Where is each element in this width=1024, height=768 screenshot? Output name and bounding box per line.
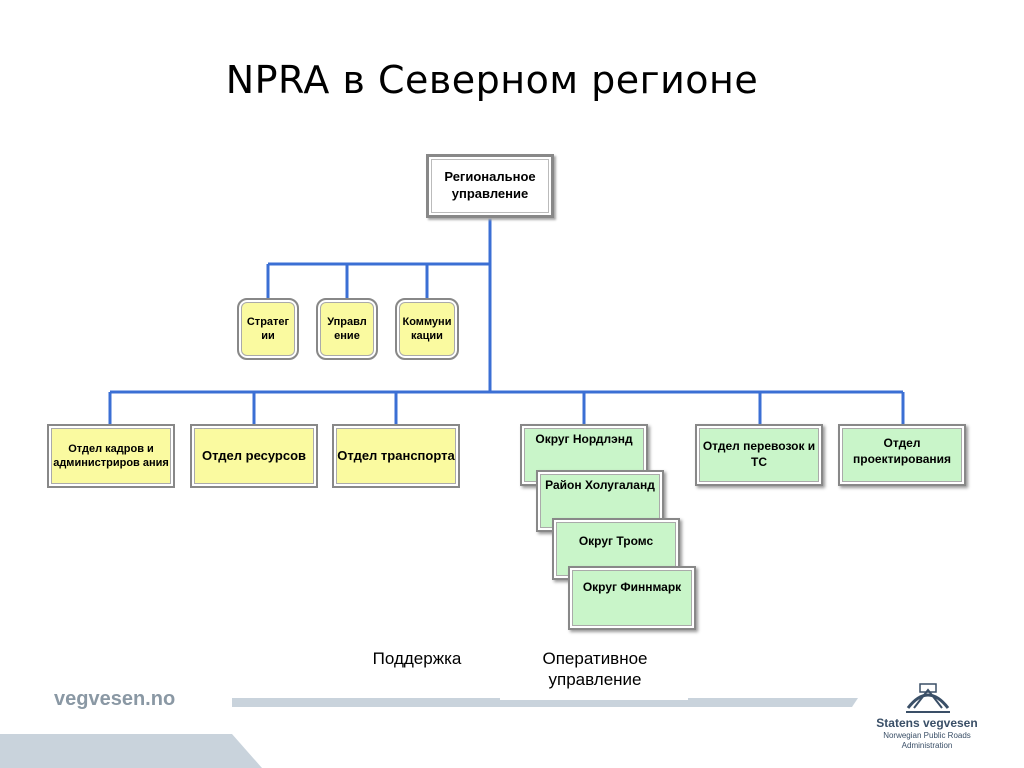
logo-name: Statens vegvesen xyxy=(876,716,978,730)
dept-transportation-vehicles: Отдел перевозок и ТС xyxy=(695,424,823,486)
dept-label: Отдел транспорта xyxy=(337,447,455,463)
logo-subtitle: Norwegian Public Roads Administration xyxy=(862,731,992,750)
district-label: Округ Нордлэнд xyxy=(535,432,633,446)
root-node: Региональное управление xyxy=(426,154,554,218)
dept-label: Отдел перевозок и ТС xyxy=(702,439,816,469)
logo-subtitle-line-2: Administration xyxy=(901,740,953,750)
caption-support: Поддержка xyxy=(372,649,462,668)
dept-hr-admin: Отдел кадров и администриров ания xyxy=(47,424,175,488)
staff-unit-label: Стратег ии xyxy=(246,315,290,342)
district-label: Округ Тромс xyxy=(578,534,654,548)
dept-resources: Отдел ресурсов xyxy=(190,424,318,488)
dept-label: Отдел проектирования xyxy=(852,436,952,466)
staff-unit-communications: Коммуни кации xyxy=(395,298,459,360)
page-title: NPRA в Северном регионе xyxy=(225,58,759,102)
staff-unit-management: Управл ение xyxy=(316,298,378,360)
staff-unit-label: Управл ение xyxy=(327,315,367,342)
district-label: Район Холугаланд xyxy=(545,478,655,492)
dept-label: Отдел ресурсов xyxy=(201,447,307,463)
logo-subtitle-line-1: Norwegian Public Roads xyxy=(883,731,971,740)
dept-label: Отдел кадров и администриров ания xyxy=(53,442,169,469)
root-node-label: Региональное управление xyxy=(444,169,536,201)
caption-operations: Оперативное управление xyxy=(542,649,648,690)
staff-unit-label: Коммуни кации xyxy=(402,315,452,342)
district-finnmark: Округ Финнмарк xyxy=(568,566,696,630)
website-link[interactable]: vegvesen.no xyxy=(54,688,176,710)
staff-unit-strategy: Стратег ии xyxy=(237,298,299,360)
dept-design: Отдел проектирования xyxy=(838,424,966,486)
dept-transport: Отдел транспорта xyxy=(332,424,460,488)
district-label: Округ Финнмарк xyxy=(582,580,682,594)
statens-vegvesen-logo-icon xyxy=(906,683,950,713)
